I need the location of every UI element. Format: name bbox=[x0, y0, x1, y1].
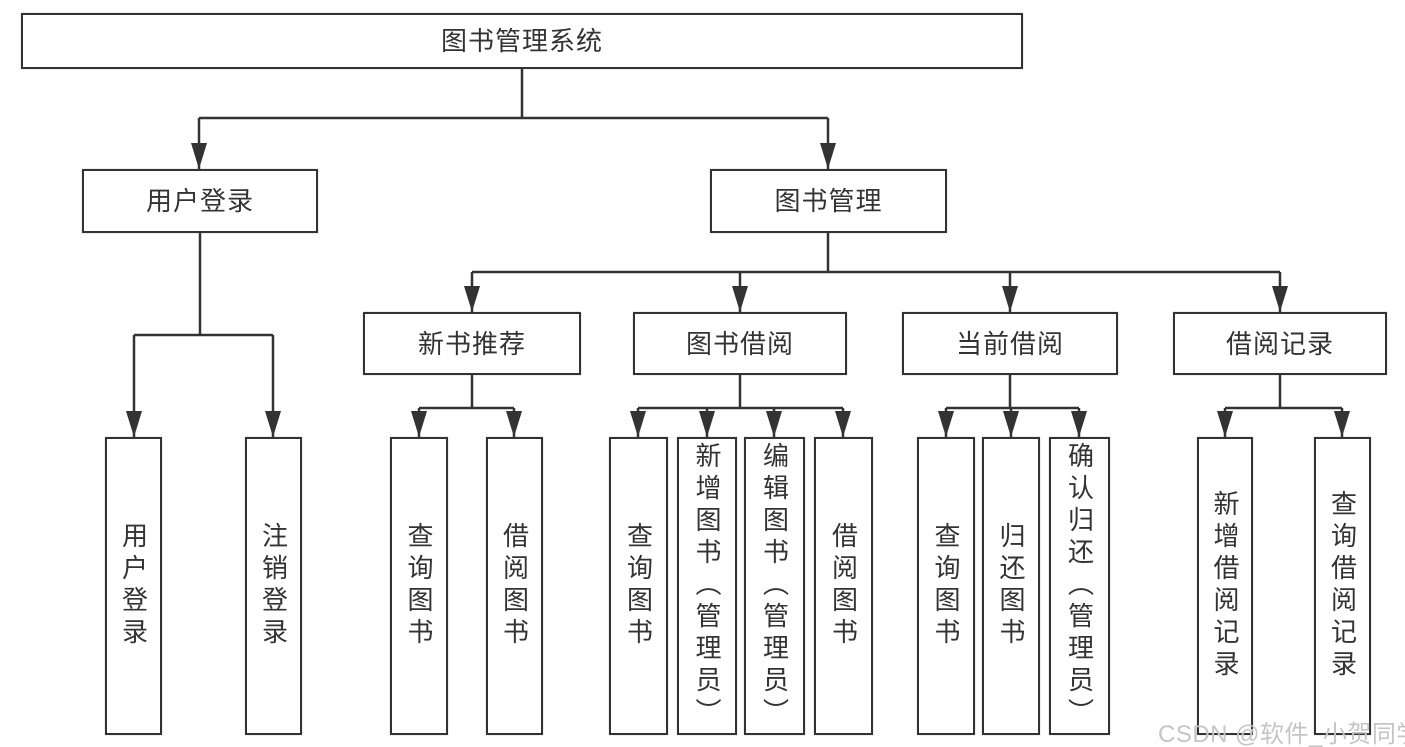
leaf-bb-borrow-books: 借阅图书 bbox=[814, 437, 873, 735]
node-new-book-recommend: 新书推荐 bbox=[363, 312, 581, 375]
connector-current-borrow bbox=[946, 375, 1079, 410]
leaf-cb-confirm-return-admin: 确认归还（管理员） bbox=[1049, 437, 1110, 735]
leaf-nb-query-books: 查询图书 bbox=[390, 437, 448, 735]
connector-user-login bbox=[134, 233, 273, 337]
leaf-bb-edit-books-admin: 编辑图书（管理员） bbox=[744, 437, 805, 735]
node-book-borrow: 图书借阅 bbox=[633, 312, 847, 375]
leaf-bb-add-books-admin: 新增图书（管理员） bbox=[677, 437, 737, 735]
csdn-watermark: CSDN @软件_小贺同学 bbox=[1158, 721, 1405, 747]
leaf-br-add-record: 新增借阅记录 bbox=[1197, 437, 1253, 735]
node-current-borrow: 当前借阅 bbox=[902, 312, 1118, 375]
connector-borrow-record bbox=[1225, 375, 1342, 410]
leaf-br-query-record: 查询借阅记录 bbox=[1314, 437, 1371, 735]
leaf-bb-query-books: 查询图书 bbox=[609, 437, 668, 735]
leaf-cb-return-books: 归还图书 bbox=[982, 437, 1040, 735]
node-user-login-branch: 用户登录 bbox=[82, 169, 318, 233]
leaf-nb-borrow-books: 借阅图书 bbox=[486, 437, 543, 735]
leaf-user-login: 用户登录 bbox=[105, 437, 162, 735]
connector-new-book bbox=[419, 375, 514, 410]
connector-book-management bbox=[472, 233, 1280, 274]
leaf-logout: 注销登录 bbox=[245, 437, 302, 735]
leaf-cb-query-books: 查询图书 bbox=[917, 437, 975, 735]
node-borrow-record: 借阅记录 bbox=[1173, 312, 1387, 375]
connector-book-borrow bbox=[638, 375, 843, 410]
node-book-management-branch: 图书管理 bbox=[710, 169, 947, 233]
connector-root bbox=[199, 69, 828, 120]
node-root-library-system: 图书管理系统 bbox=[21, 13, 1023, 69]
